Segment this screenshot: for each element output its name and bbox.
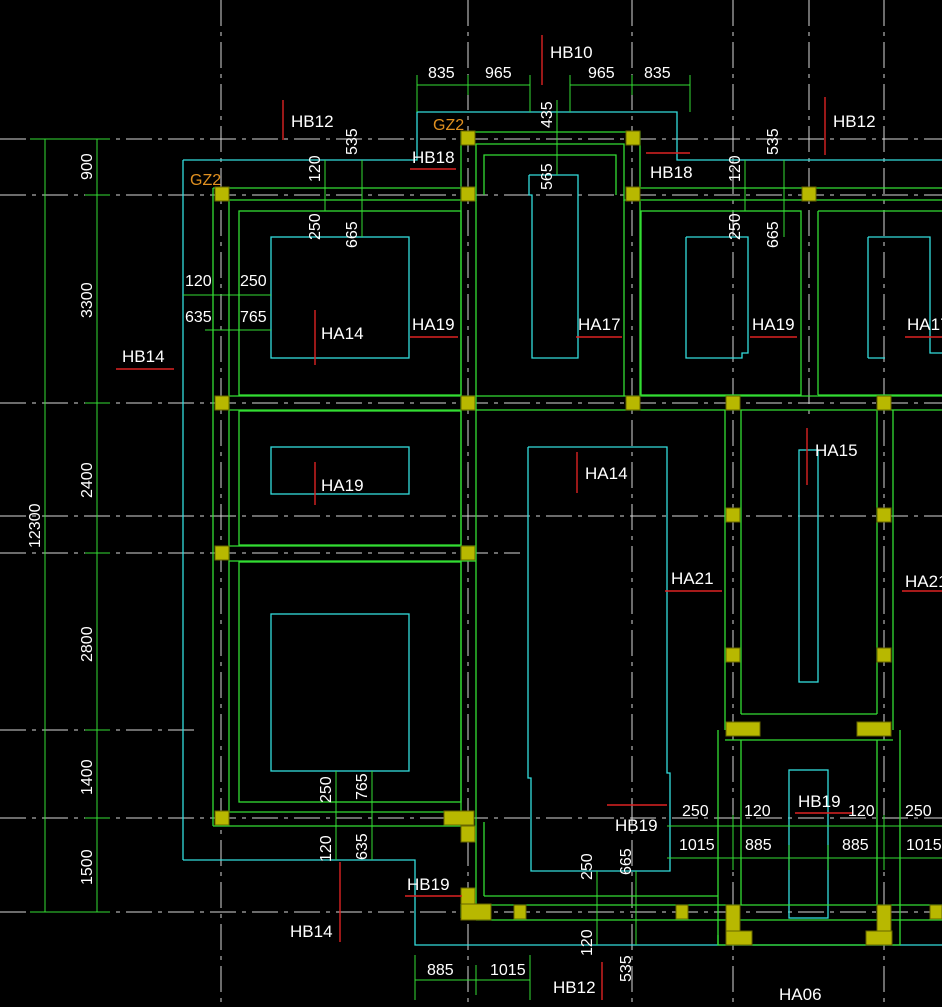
dim-text: 665 xyxy=(344,221,361,248)
column-label-gz2: GZ2 xyxy=(190,172,221,189)
label-ha06: HA06 xyxy=(779,985,822,1004)
label-hb14: HB14 xyxy=(290,922,333,941)
label-hb12: HB12 xyxy=(553,978,596,997)
dim-text: 12300 xyxy=(27,503,44,548)
dim-text: 535 xyxy=(618,955,635,982)
label-hb12: HB12 xyxy=(833,112,876,131)
columns xyxy=(214,130,942,946)
dim-text: 885 xyxy=(427,962,454,979)
dim-text: 1500 xyxy=(79,849,96,885)
dim-text: 3300 xyxy=(79,282,96,318)
column-label-gz2: GZ2 xyxy=(433,117,464,134)
label-ha21: HA21 xyxy=(905,572,942,591)
dim-text: 835 xyxy=(428,65,455,82)
dim-text: 565 xyxy=(539,163,556,190)
dimension-lines xyxy=(30,75,942,1000)
dim-text: 885 xyxy=(745,837,772,854)
label-hb10: HB10 xyxy=(550,43,593,62)
label-ha14: HA14 xyxy=(585,464,628,483)
dim-text: 665 xyxy=(765,221,782,248)
dim-text: 835 xyxy=(644,65,671,82)
dim-text: 250 xyxy=(307,213,324,240)
label-ha19: HA19 xyxy=(412,315,455,334)
dim-text: 965 xyxy=(485,65,512,82)
dim-text: 885 xyxy=(842,837,869,854)
dim-text: 435 xyxy=(539,101,556,128)
dim-text: 2400 xyxy=(79,462,96,498)
dim-text: 2800 xyxy=(79,626,96,662)
label-ha19: HA19 xyxy=(321,476,364,495)
dim-text: 635 xyxy=(354,833,371,860)
dim-text: 965 xyxy=(588,65,615,82)
label-hb14: HB14 xyxy=(122,347,165,366)
dim-text: 120 xyxy=(579,929,596,956)
dim-text: 1400 xyxy=(79,759,96,795)
dim-text: 120 xyxy=(307,155,324,182)
dim-text: 120 xyxy=(848,803,875,820)
dim-text: 665 xyxy=(618,848,635,875)
dim-text: 250 xyxy=(727,213,744,240)
label-hb12: HB12 xyxy=(291,112,334,131)
label-ha17: HA17 xyxy=(907,315,942,334)
dim-text: 120 xyxy=(318,835,335,862)
dim-text: 250 xyxy=(318,776,335,803)
label-hb19: HB19 xyxy=(407,875,450,894)
dim-text: 1015 xyxy=(906,837,942,854)
label-ha15: HA15 xyxy=(815,441,858,460)
dim-text: 1015 xyxy=(490,962,526,979)
label-hb19: HB19 xyxy=(615,816,658,835)
dim-text: 120 xyxy=(744,803,771,820)
dim-text: 535 xyxy=(765,128,782,155)
dim-text: 765 xyxy=(240,309,267,326)
dim-text: 250 xyxy=(905,803,932,820)
dim-text: 250 xyxy=(240,273,267,290)
beam-lines xyxy=(212,131,942,946)
dim-text: 120 xyxy=(185,273,212,290)
dim-text: 900 xyxy=(79,153,96,180)
label-ha17: HA17 xyxy=(578,315,621,334)
dim-text: 765 xyxy=(354,773,371,800)
dim-text: 120 xyxy=(727,155,744,182)
label-ha19: HA19 xyxy=(752,315,795,334)
label-hb18: HB18 xyxy=(650,163,693,182)
slab-outlines xyxy=(182,111,942,946)
dim-text: 535 xyxy=(344,128,361,155)
dim-text: 635 xyxy=(185,309,212,326)
label-ha21: HA21 xyxy=(671,569,714,588)
dim-text: 1015 xyxy=(679,837,715,854)
label-hb18: HB18 xyxy=(412,148,455,167)
dim-text: 250 xyxy=(579,853,596,880)
label-leaders xyxy=(116,35,942,1000)
label-ha14: HA14 xyxy=(321,324,364,343)
label-hb19: HB19 xyxy=(798,792,841,811)
dim-text: 250 xyxy=(682,803,709,820)
